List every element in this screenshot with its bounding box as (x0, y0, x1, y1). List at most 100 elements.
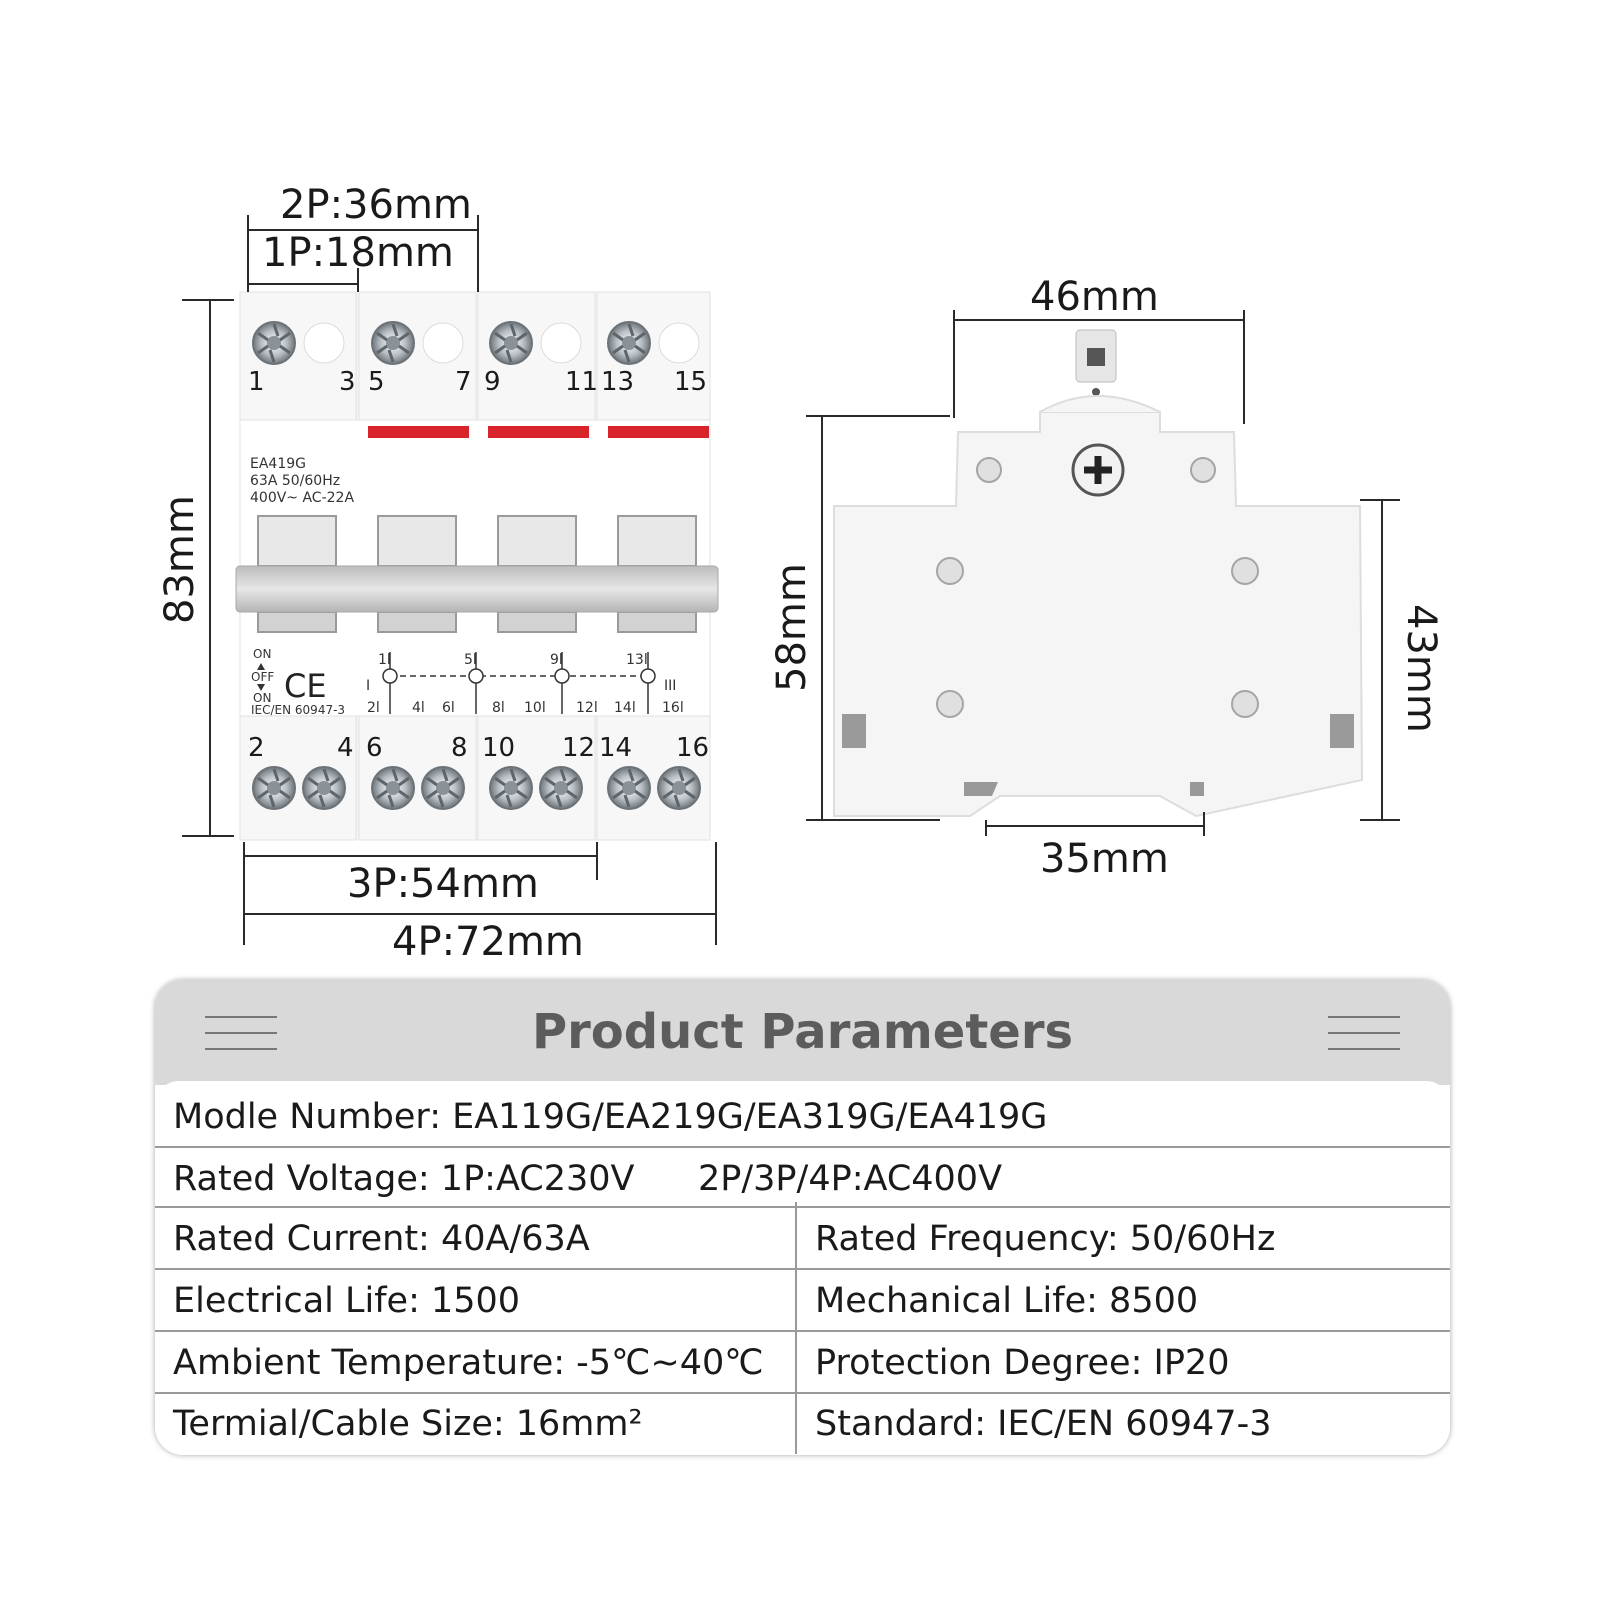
on-text: ON (253, 647, 271, 661)
voltage-text: 400V~ AC-22A (250, 490, 354, 506)
front-markings: ON OFF ON CE IEC/EN 60947-3 (251, 647, 345, 717)
terminal-number: 11 (565, 367, 598, 397)
rating-text: 63A 50/60Hz (250, 473, 340, 489)
clip-slot (1087, 348, 1105, 366)
ce-mark: CE (284, 667, 327, 705)
terminal-number: 6 (366, 733, 383, 763)
top-terminal-numbers: 1 3 5 7 9 11 13 15 (248, 367, 707, 397)
terminal-screw (370, 320, 416, 366)
schematic-label: 4l (412, 700, 425, 716)
terminal-number: 15 (674, 367, 707, 397)
dimension-58mm: 58mm (769, 563, 815, 692)
side-slot (1330, 714, 1354, 748)
schematic-label: 16l (662, 700, 684, 716)
terminal-number: 5 (368, 367, 385, 397)
schematic-label: 2l (367, 700, 380, 716)
terminal-screw (251, 765, 297, 811)
parameter-row: Ambient Temperature: -5℃~40℃ Protection … (155, 1332, 1450, 1394)
parameter-row: Modle Number: EA119G/EA219G/EA319G/EA419… (155, 1086, 1450, 1148)
terminal-hole (422, 322, 464, 364)
arrow-down-icon (257, 684, 265, 691)
schematic-label: 1l (378, 652, 391, 668)
terminal-screw (301, 765, 347, 811)
param-rated-voltage: Rated Voltage: 1P:AC230V (173, 1159, 635, 1199)
dimension-35mm: 35mm (1040, 836, 1169, 882)
terminal-number: 14 (599, 733, 632, 763)
rating-label: EA419G 63A 50/60Hz 400V~ AC-22A (250, 456, 354, 506)
terminal-hole (658, 322, 700, 364)
parameters-title: Product Parameters (531, 1004, 1074, 1060)
menu-lines-icon (1328, 1016, 1400, 1052)
off-text: OFF (251, 670, 274, 684)
param-rated-current: Rated Current: 40A/63A (173, 1219, 590, 1259)
parameter-row: Termial/Cable Size: 16mm² Standard: IEC/… (155, 1393, 1450, 1455)
side-view: 46mm 58mm 43mm 35mm (769, 274, 1444, 882)
schematic-label: 5l (464, 652, 477, 668)
param-mechanical-life: Mechanical Life: 8500 (815, 1281, 1199, 1321)
terminal-screw (656, 765, 702, 811)
front-view: 1 3 5 7 9 11 13 15 EA419G 63A 50/60Hz 40… (157, 182, 719, 960)
schematic-label: 6l (442, 700, 455, 716)
side-slot (842, 714, 866, 748)
red-indicator-bars (368, 426, 709, 438)
toggle-windows (257, 515, 697, 633)
terminal-number: 4 (337, 733, 354, 763)
side-rivets (936, 457, 1259, 718)
terminal-screw (488, 320, 534, 366)
terminal-number: 9 (484, 367, 501, 397)
param-ambient-temperature: Ambient Temperature: -5℃~40℃ (173, 1343, 764, 1383)
side-housing (833, 411, 1364, 818)
table-column-divider (795, 1202, 797, 1454)
schematic-label: 8l (492, 700, 505, 716)
schematic-label: 13l (626, 652, 648, 668)
terminal-screw (370, 765, 416, 811)
terminal-number: 8 (451, 733, 468, 763)
dimension-43mm: 43mm (1398, 604, 1444, 733)
terminal-number: 13 (601, 367, 634, 397)
terminal-number: 7 (455, 367, 472, 397)
param-protection-degree: Protection Degree: IP20 (815, 1343, 1230, 1383)
terminal-number: 16 (676, 733, 709, 763)
position-i-text: I (366, 678, 370, 694)
terminal-number: 10 (482, 733, 515, 763)
parameter-row: Rated Current: 40A/63A Rated Frequency: … (155, 1208, 1450, 1270)
terminal-number: 12 (562, 733, 595, 763)
product-parameters-panel: Product Parameters Modle Number: EA119G/… (155, 980, 1450, 1455)
top-screw-row (251, 320, 700, 366)
dimension-3p: 3P:54mm (347, 861, 539, 907)
standard-text: IEC/EN 60947-3 (251, 703, 345, 717)
schematic-label: 12l (576, 700, 598, 716)
terminal-screw (606, 765, 652, 811)
schematic-label: 10l (524, 700, 546, 716)
position-iii-text: III (664, 678, 676, 694)
schematic-label: 14l (614, 700, 636, 716)
dimension-diagram: 1 3 5 7 9 11 13 15 EA419G 63A 50/60Hz 40… (157, 182, 1444, 960)
terminal-number: 2 (248, 733, 265, 763)
front-dimension-lines (182, 215, 717, 945)
dimension-1p: 1P:18mm (262, 230, 454, 276)
terminal-number: 3 (339, 367, 356, 397)
side-dimension-lines (806, 310, 1400, 836)
terminal-screw (420, 765, 466, 811)
operating-handle-bar (235, 565, 719, 613)
model-label: EA419G (250, 456, 306, 472)
param-rated-voltage-multi: 2P/3P/4P:AC400V (698, 1159, 1003, 1199)
bottom-terminal-numbers: 2 4 6 8 10 12 14 16 (248, 733, 709, 763)
terminal-screw (488, 765, 534, 811)
dimension-46mm: 46mm (1030, 274, 1159, 320)
dimension-4p: 4P:72mm (392, 919, 584, 960)
param-electrical-life: Electrical Life: 1500 (173, 1281, 521, 1321)
arrow-up-icon (257, 663, 265, 670)
parameter-row: Electrical Life: 1500 Mechanical Life: 8… (155, 1270, 1450, 1332)
on-text: ON (253, 691, 271, 705)
terminal-hole (303, 322, 345, 364)
schematic-label: 9l (550, 652, 563, 668)
parameters-header (155, 980, 1450, 1085)
dimension-height: 83mm (157, 495, 203, 624)
terminal-hole (540, 322, 582, 364)
param-standard: Standard: IEC/EN 60947-3 (815, 1404, 1272, 1444)
terminal-screw (538, 765, 584, 811)
wiring-schematic: I III 1l 5l 9l 13l 2l 4l 6l 8l 10l 12l (366, 652, 684, 716)
terminal-screw (251, 320, 297, 366)
dimension-2p: 2P:36mm (280, 182, 472, 228)
